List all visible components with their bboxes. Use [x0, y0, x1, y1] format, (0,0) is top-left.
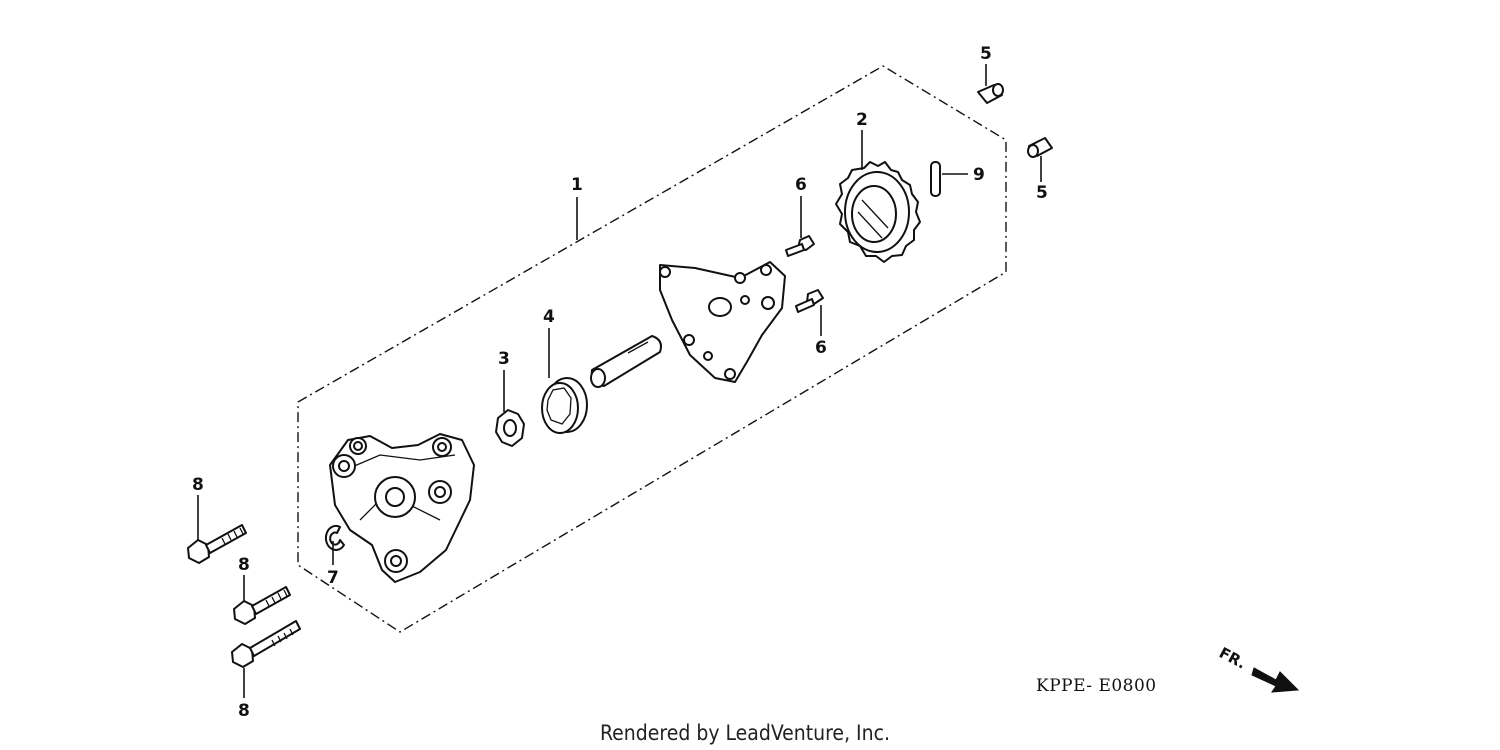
- callout-1: 1: [571, 175, 583, 195]
- callout-4: 4: [543, 307, 555, 327]
- callout-5-lower: 5: [1036, 183, 1048, 203]
- flange-bolt-lower[interactable]: [231, 620, 301, 668]
- callout-6-upper: 6: [795, 175, 807, 195]
- direction-label: FR.: [1216, 644, 1249, 673]
- bolt-6-lower[interactable]: [795, 289, 824, 313]
- credit-line: Rendered by LeadVenture, Inc.: [600, 721, 890, 745]
- callout-6-lower: 6: [815, 338, 827, 358]
- callout-9: 9: [973, 165, 985, 185]
- flange-bolt-upper[interactable]: [187, 524, 247, 564]
- pump-cover-plate[interactable]: [659, 261, 786, 383]
- bolt-6-upper[interactable]: [785, 235, 815, 257]
- leader-lines: [197, 64, 1042, 698]
- pin-9[interactable]: [930, 161, 941, 197]
- diagram-code: KPPE- E0800: [1036, 676, 1157, 696]
- dowel-pin-right[interactable]: [1027, 137, 1053, 158]
- callout-5-upper: 5: [980, 44, 992, 64]
- assembly-boundary: [297, 65, 1007, 633]
- outer-rotor[interactable]: [541, 377, 588, 434]
- pump-driven-gear[interactable]: [835, 161, 921, 263]
- callout-8-lower: 8: [238, 701, 250, 721]
- callout-2: 2: [856, 110, 868, 130]
- front-arrow-icon: [1251, 667, 1300, 693]
- callout-7: 7: [327, 568, 339, 588]
- callout-8-middle: 8: [238, 555, 250, 575]
- inner-rotor[interactable]: [495, 409, 525, 447]
- front-direction-indicator: FR.: [1216, 644, 1300, 693]
- dowel-pin-upper[interactable]: [977, 83, 1004, 104]
- flange-bolt-middle[interactable]: [233, 586, 291, 625]
- callout-8-upper: 8: [192, 475, 204, 495]
- pump-shaft[interactable]: [590, 335, 662, 388]
- callout-3: 3: [498, 349, 510, 369]
- circlip[interactable]: [324, 524, 345, 551]
- oil-pump-body[interactable]: [329, 433, 475, 583]
